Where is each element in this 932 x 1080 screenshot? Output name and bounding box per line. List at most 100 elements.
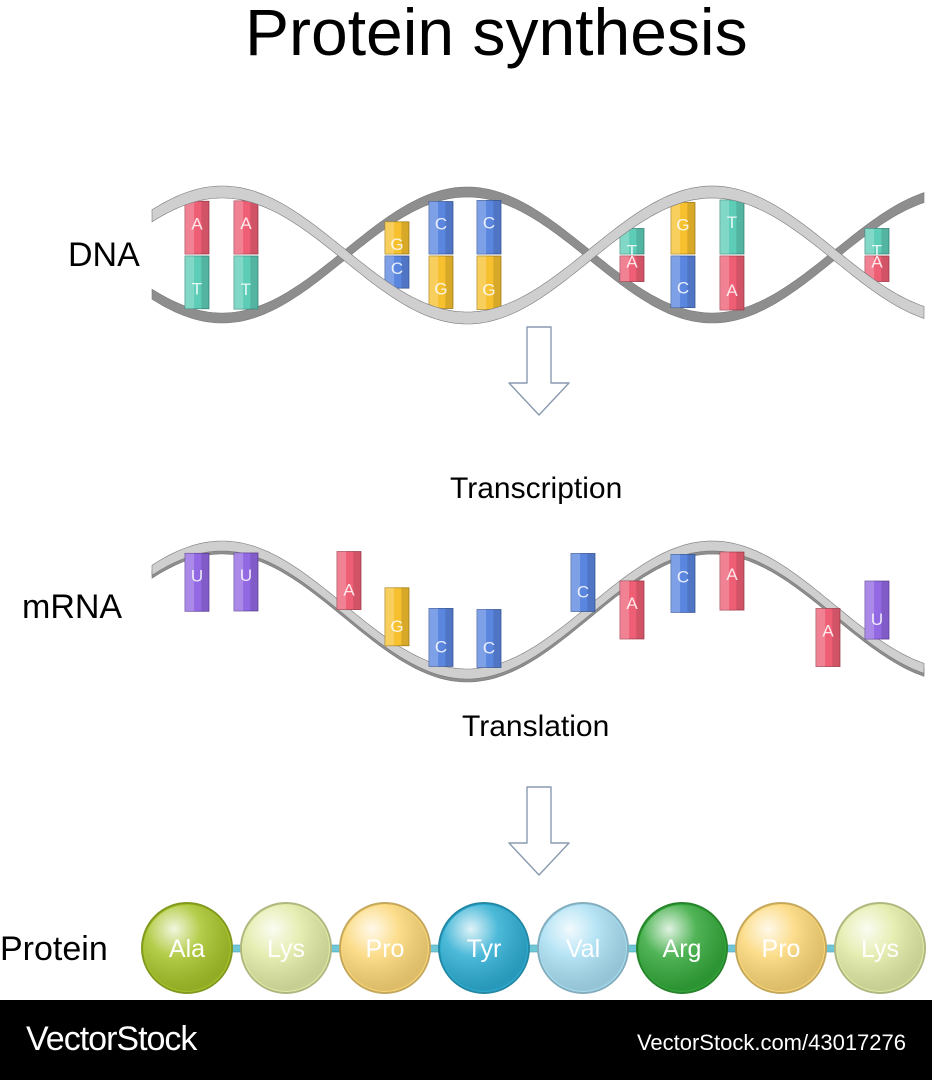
mrna-base-2-letter: A [343,581,355,600]
dna-base-top-4: C [428,201,454,255]
amino-acid-label-1: Lys [267,935,305,963]
dna-base-bottom-4: G [428,255,454,309]
mrna-base-5: C [476,609,502,668]
dna-base-bottom-3-letter: C [391,259,403,278]
dna-base-bottom-10-letter: T [823,225,833,244]
mrna-base-8-letter: C [677,567,689,586]
dna-base-top-7-letter: T [627,241,637,260]
mrna-base-4: C [428,608,454,667]
translation-arrow-icon [508,786,570,876]
protein-label: Protein [0,930,108,968]
dna-base-bottom-2: T [344,223,354,242]
page-title: Protein synthesis [245,0,748,69]
dna-backbone-back [151,186,925,324]
dna-base-top-4-letter: C [435,215,447,234]
mrna-base-1-letter: U [240,566,252,585]
dna-base-bottom-11-letter: A [871,253,883,272]
dna-base-top-9-letter: T [727,213,737,232]
amino-acid-label-6: Pro [762,935,801,963]
mrna-base-6: C [570,553,596,612]
dna-base-bottom-8-letter: C [677,279,689,298]
amino-acid-2: Pro [339,902,431,994]
dna-base-bottom-7-letter: A [626,253,638,272]
amino-acid-label-3: Tyr [467,935,502,963]
mrna-base-9-letter: A [726,565,738,584]
dna-base-top-8-letter: G [676,215,689,234]
mrna-bases: U U A G C C C A C A A U [184,551,890,668]
dna-strand-front [151,185,925,325]
dna-base-top-3-letter: G [390,235,403,254]
dna-base-bottom-6: C [577,225,589,244]
dna-base-bottom-9: A [719,255,745,311]
dna-base-top-6: G [576,269,589,288]
amino-acid-0: Ala [141,902,233,994]
mrna-base-3-letter: G [390,617,403,636]
amino-acid-1: Lys [240,902,332,994]
dna-base-top-8: G [670,201,696,255]
dna-base-top-9: T [719,199,745,255]
dna-base-bottom-0-letter: T [192,280,202,299]
watermark-footer: VectorStock VectorStock.com/43017276 [0,1000,932,1080]
dna-base-bottom-8: C [670,255,696,309]
dna-base-top-1-letter: A [240,214,252,233]
mrna-base-5-letter: C [483,639,495,658]
translation-caption: Translation [462,710,610,743]
dna-base-top-5: C [476,200,502,255]
amino-acid-label-7: Lys [861,935,899,963]
dna-base-top-2: A [343,271,355,290]
amino-acid-6: Pro [735,902,827,994]
dna-base-top-2-letter: A [343,271,355,290]
dna-base-top-0: A [184,200,210,255]
dna-base-bottom-0: T [184,255,210,310]
mrna-base-11: U [864,580,890,640]
image-id: VectorStock.com/43017276 [636,1030,906,1055]
dna-base-bottom-5-letter: G [482,281,495,300]
dna-base-bottom-1-letter: T [241,280,251,299]
dna-label: DNA [68,236,140,274]
dna-base-bottom-10: T [823,225,833,244]
dna-base-bottom-6-letter: C [577,225,589,244]
dna-base-bottom-1: T [233,255,259,310]
dna-base-bottom-4-letter: G [434,279,447,298]
dna-base-bottom-2-letter: T [344,223,354,242]
amino-acid-label-5: Arg [663,935,702,963]
mrna-strand [151,540,925,680]
mrna-base-0: U [184,552,210,612]
mrna-base-1: U [233,552,259,612]
mrna-base-10-letter: A [822,622,834,641]
dna-strand-back [151,186,925,324]
dna-base-top-0-letter: A [191,214,203,233]
mrna-base-3: G [384,587,410,647]
mrna-backbone [151,540,925,683]
mrna-label: mRNA [22,588,123,626]
mrna-base-7-letter: A [626,594,638,613]
amino-acid-3: Tyr [438,902,530,994]
amino-acid-7: Lys [834,902,926,994]
amino-acid-4: Val [537,902,629,994]
mrna-base-0-letter: U [191,566,203,585]
mrna-base-4-letter: C [435,637,447,656]
mrna-base-10: A [815,608,841,667]
dna-backbone-front [151,185,925,325]
amino-acid-label-4: Val [566,935,600,963]
mrna-base-9: A [719,551,745,611]
mrna-base-11-letter: U [871,610,883,629]
dna-base-top-11-letter: T [872,241,882,260]
mrna-base-2: A [336,551,362,610]
transcription-arrow-icon [508,326,570,416]
dna-base-top-10-letter: A [822,269,834,288]
dna-base-top-5-letter: C [483,213,495,232]
dna-base-top-6-letter: G [576,269,589,288]
mrna-base-7: A [619,580,645,640]
dna-base-top-10: A [822,269,834,288]
protein-chain: Ala Lys Pro Tyr Val Arg Pro Lys [141,902,926,994]
dna-base-top-11: T [864,228,890,260]
dna-base-bottom-5: G [476,255,502,310]
mrna-base-8: C [670,554,696,613]
amino-acid-label-2: Pro [366,935,405,963]
transcription-caption: Transcription [450,472,623,505]
amino-acid-label-0: Ala [169,935,205,963]
